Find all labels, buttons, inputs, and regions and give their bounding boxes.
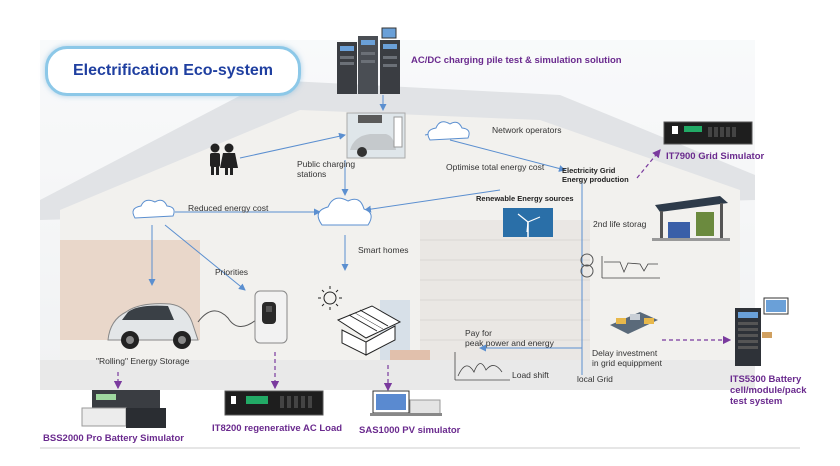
transformer-icon (580, 253, 594, 278)
pv-sim-label: SAS1000 PV simulator (359, 425, 461, 436)
ac-load-label: IT8200 regenerative AC Load (212, 423, 343, 434)
smart-homes-label: Smart homes (358, 245, 409, 255)
load-shift-label: Load shift (512, 370, 549, 380)
local-grid-label: local Grid (577, 374, 613, 384)
sun-icon (318, 286, 342, 310)
product-links (113, 149, 732, 392)
load-shift-chart-icon (454, 352, 510, 381)
wind-turbine-icon (503, 208, 553, 237)
priorities-label: Priorities (215, 267, 249, 277)
charging-pile-label: AC/DC charging pile test & simulation so… (411, 55, 622, 66)
grid-simulator-label: IT7900 Grid Simulator (666, 151, 765, 162)
delay-label-2: in grid equippment (592, 358, 662, 368)
public-charging-station-icon (346, 112, 406, 159)
diagram-title: Electrification Eco-system (72, 62, 274, 79)
ac-load-device-icon (224, 390, 324, 416)
second-life-label: 2nd life storag (593, 219, 647, 229)
grid-simulator-device-icon (663, 121, 753, 145)
stations-label: stations (297, 169, 327, 179)
battery-test-label: ITS5300 Battery cell/module/pack test sy… (730, 374, 807, 407)
house-background (40, 40, 755, 390)
wall-charger-icon (254, 290, 288, 344)
second-life-storage-icon (652, 196, 730, 241)
charging-pile-equipment-icon (337, 27, 400, 94)
ev-car-icon (107, 303, 199, 349)
pay-for-label-1: Pay for (465, 328, 492, 338)
voltage-waveform-icon (601, 256, 660, 279)
delay-label-1: Delay investment (592, 348, 658, 358)
battery-pack-icon (610, 312, 658, 334)
solar-panel-icon (336, 305, 402, 356)
charging-cable (197, 310, 257, 327)
battery-test-system-icon (735, 297, 789, 366)
reduced-cost-label: Reduced energy cost (188, 203, 269, 213)
renewable-label: Renewable Energy sources (476, 194, 574, 203)
public-charging-label: Public charging (297, 159, 356, 169)
battery-sim-label: BSS2000 Pro Battery Simulator (43, 433, 184, 444)
flow-arrows (148, 95, 583, 375)
grid-label-2: Energy production (562, 175, 629, 184)
pay-for-label-2: peak power and energy (465, 338, 554, 348)
network-operators-label: Network operators (492, 125, 562, 135)
people-icon (210, 143, 238, 175)
grid-label-1: Electricity Grid (562, 166, 616, 175)
battery-simulator-device-icon (81, 390, 166, 428)
cloud-icon (132, 121, 470, 226)
pv-simulator-device-icon (370, 390, 442, 416)
optimise-label: Optimise total energy cost (446, 162, 545, 172)
rolling-storage-label: "Rolling" Energy Storage (96, 356, 190, 366)
title-box: Electrification Eco-system (45, 46, 301, 96)
